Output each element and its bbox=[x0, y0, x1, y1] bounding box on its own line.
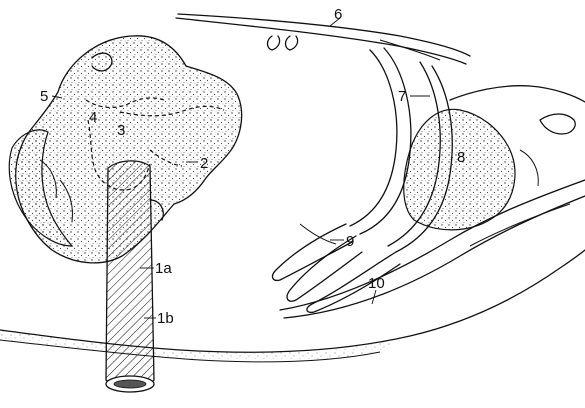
label-6: 6 bbox=[334, 6, 342, 23]
structure-6-rod bbox=[175, 13, 471, 65]
label-2: 2 bbox=[200, 155, 208, 172]
structure-1-shaft bbox=[105, 160, 164, 393]
label-7: 7 bbox=[398, 88, 406, 105]
base-outline bbox=[0, 249, 585, 363]
structure-head-mass bbox=[8, 35, 243, 264]
leader-lines bbox=[51, 17, 430, 319]
labels: 1a 1b 2 3 4 5 6 7 8 9 10 bbox=[40, 6, 465, 327]
label-4: 4 bbox=[89, 109, 97, 126]
leader-6 bbox=[329, 17, 341, 27]
leader-5 bbox=[51, 95, 63, 99]
structure-10-band bbox=[279, 179, 585, 319]
label-8: 8 bbox=[457, 149, 465, 166]
label-10: 10 bbox=[368, 275, 385, 292]
label-5: 5 bbox=[40, 88, 48, 105]
label-9: 9 bbox=[346, 233, 354, 250]
label-1b: 1b bbox=[157, 310, 174, 327]
label-1a: 1a bbox=[155, 260, 172, 277]
leader-10 bbox=[371, 289, 377, 305]
structure-7-tubes bbox=[349, 47, 453, 253]
structure-9-processes bbox=[271, 223, 401, 314]
label-3: 3 bbox=[117, 122, 125, 139]
structure-8-mass bbox=[403, 85, 585, 231]
